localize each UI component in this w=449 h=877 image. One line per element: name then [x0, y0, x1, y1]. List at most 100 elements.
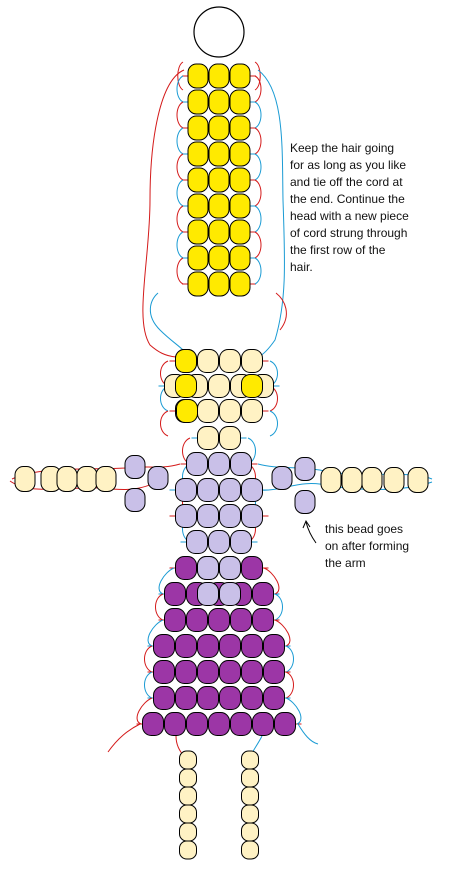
dress-bead [142, 712, 164, 736]
dress-bead [164, 582, 186, 606]
head-circle [193, 6, 245, 58]
hair-bead [229, 89, 251, 115]
head-bead [197, 349, 219, 373]
dress-cord-loop [285, 645, 294, 673]
dress-bead [153, 686, 175, 710]
pointer-arrow [302, 519, 317, 544]
hair-bead [229, 115, 251, 141]
hair-cord-loop [177, 61, 261, 91]
hair-bead [229, 193, 251, 219]
shirt-bead [186, 530, 208, 554]
shirt-bead [230, 452, 252, 476]
leg-bead [241, 750, 259, 770]
shirt-bead [219, 478, 241, 502]
shirt-bead [230, 530, 252, 554]
hair-long-cord [257, 69, 285, 358]
neck-bead [197, 426, 219, 450]
hair-bead [187, 167, 209, 193]
dress-bead [263, 634, 285, 658]
cord-end [107, 723, 141, 753]
head-bead [241, 399, 263, 423]
shirt-bead [208, 530, 230, 554]
hair-bead [208, 271, 230, 297]
head-cord-loop [269, 410, 278, 437]
shirt-bead [219, 582, 241, 606]
dress-bead [208, 712, 230, 736]
sleeve-bead [147, 466, 169, 490]
hair-instruction-note: Keep the hair going for as long as you l… [290, 141, 409, 274]
dress-bead [252, 608, 274, 632]
arm-bead [361, 467, 383, 493]
hair-bead [241, 374, 263, 398]
dress-cord-loop [274, 619, 291, 647]
shirt-bead [197, 556, 219, 580]
dress-bead [219, 634, 241, 658]
dress-bead [230, 608, 252, 632]
hair-bead [229, 63, 251, 89]
hair-bead [187, 115, 209, 141]
leg-bead [241, 822, 259, 842]
sleeve-bead [294, 457, 316, 481]
dress-bead [219, 660, 241, 684]
hair-bead [187, 219, 209, 245]
hair-cord-loop [254, 75, 262, 103]
shirt-bead [186, 452, 208, 476]
hair-cord-loop [254, 127, 262, 155]
sleeve-bead [124, 455, 146, 479]
shirt-bead [175, 478, 197, 502]
hair-bead [187, 89, 209, 115]
hair-cord-loop [176, 153, 184, 181]
hair-bead [208, 141, 230, 167]
head-bead [208, 374, 230, 398]
hair-bead [208, 89, 230, 115]
sleeve-bead [271, 466, 293, 490]
arm-bead [407, 467, 429, 493]
hair-bead [208, 219, 230, 245]
leg-bead [179, 822, 197, 842]
hair-long-cord [142, 69, 185, 358]
dress-bead [274, 712, 296, 736]
dress-bead [175, 660, 197, 684]
hair-cord-loop [176, 101, 184, 129]
shirt-bead [219, 556, 241, 580]
dress-bead [219, 686, 241, 710]
hair-bead [208, 63, 230, 89]
hair-cord-loop [254, 153, 262, 181]
hair-bead [175, 349, 197, 373]
dress-bead [186, 608, 208, 632]
hair-bead [187, 141, 209, 167]
hair-bead [229, 245, 251, 271]
sleeve-bead [124, 488, 146, 512]
dress-cord-loop [144, 671, 153, 699]
hair-bead [187, 271, 209, 297]
dress-bead [186, 712, 208, 736]
bead-grid [14, 63, 429, 860]
head-bead [219, 399, 241, 423]
sleeve-bead [294, 490, 316, 514]
dress-bead [197, 634, 219, 658]
hair-bead [176, 399, 198, 423]
shirt-bead [208, 452, 230, 476]
hair-bead [175, 374, 197, 398]
shirt-bead [175, 504, 197, 528]
dress-bead [197, 660, 219, 684]
dress-bead [153, 634, 175, 658]
head-bead [197, 399, 219, 423]
shirt-bead [197, 582, 219, 606]
leg-bead [179, 768, 197, 788]
dress-bead [153, 660, 175, 684]
cord-end [297, 723, 319, 745]
dress-cord-loop [155, 593, 164, 621]
dress-bead [241, 634, 263, 658]
dress-cord-loop [136, 697, 153, 725]
hair-bead [229, 219, 251, 245]
leg-bead [179, 840, 197, 860]
head-bead [219, 349, 241, 373]
dress-bead [175, 556, 197, 580]
hair-bead [187, 193, 209, 219]
dress-cord-loop [263, 567, 280, 595]
leg-bead [241, 768, 259, 788]
shirt-bead [241, 504, 263, 528]
leg-bead [179, 750, 197, 770]
